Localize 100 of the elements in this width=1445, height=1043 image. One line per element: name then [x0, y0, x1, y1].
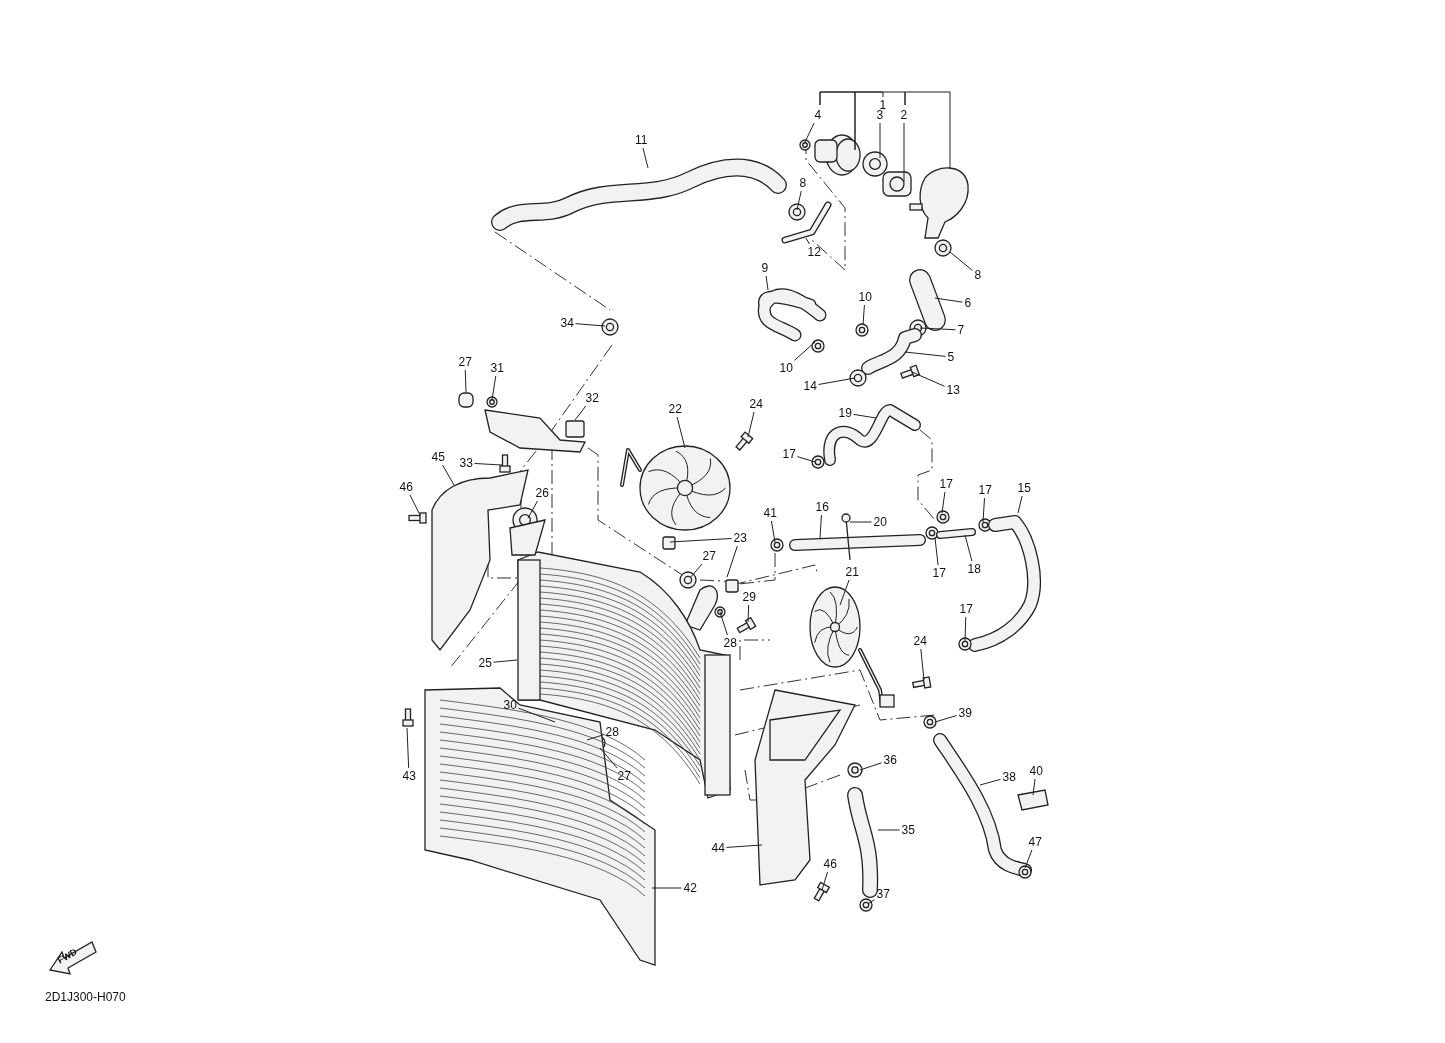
callout-number: 2 — [899, 108, 909, 122]
callout-number: 17 — [977, 483, 993, 497]
callout-number: 9 — [760, 261, 770, 275]
leader-line — [575, 323, 606, 327]
callout-number: 15 — [1016, 481, 1032, 495]
callout-number: 46 — [822, 857, 838, 871]
callout-number: 41 — [762, 506, 778, 520]
leader-line — [964, 534, 973, 562]
leader-line — [867, 899, 875, 905]
leader-line — [853, 413, 877, 419]
leader-line — [903, 122, 905, 183]
leader-line — [442, 464, 455, 486]
callout-number: 17 — [931, 566, 947, 580]
callout-number: 27 — [701, 549, 717, 563]
leader-line — [839, 579, 850, 606]
callout-number: 10 — [857, 290, 873, 304]
leader-line — [919, 327, 956, 331]
callout-number: 28 — [604, 725, 620, 739]
leader-line — [879, 122, 881, 159]
callout-number: 18 — [966, 562, 982, 576]
callout-number: 24 — [748, 397, 764, 411]
callout-number: 3 — [875, 108, 885, 122]
leader-line — [689, 563, 703, 579]
callout-number: 16 — [814, 500, 830, 514]
callout-number: 24 — [912, 634, 928, 648]
fwd-label: FWD — [55, 946, 79, 966]
callout-number: 21 — [844, 565, 860, 579]
leader-line — [406, 727, 410, 769]
callout-number: 22 — [667, 402, 683, 416]
leader-line — [464, 369, 467, 393]
callout-number: 8 — [798, 176, 808, 190]
callout-number: 13 — [945, 383, 961, 397]
leader-line — [920, 648, 925, 681]
drawing-code: 2D1J300-H070 — [45, 990, 126, 1004]
callout-number: 5 — [946, 350, 956, 364]
leader-line — [797, 456, 816, 463]
callout-number: 19 — [837, 406, 853, 420]
leader-line — [527, 500, 538, 519]
callout-number: 35 — [900, 823, 916, 837]
leader-line — [474, 462, 503, 466]
leader-line — [719, 611, 728, 636]
callout-number: 11 — [634, 133, 649, 147]
callout-number: 17 — [781, 447, 797, 461]
leader-line — [964, 616, 967, 643]
callout-number: 45 — [430, 450, 446, 464]
leader-line — [911, 371, 945, 387]
leader-line — [765, 275, 769, 291]
leader-line — [941, 491, 946, 514]
callout-number: 31 — [489, 361, 505, 375]
leader-line — [904, 351, 946, 357]
callout-number: 23 — [732, 531, 748, 545]
callout-number: 37 — [875, 887, 891, 901]
callout-number: 17 — [958, 602, 974, 616]
leader-line — [409, 494, 421, 516]
callout-number: 27 — [457, 355, 473, 369]
leader-line — [979, 778, 1001, 786]
callout-number: 36 — [882, 753, 898, 767]
callout-number: 42 — [682, 881, 698, 895]
callout-number: 4 — [813, 108, 823, 122]
leader-line — [821, 871, 829, 891]
callout-number: 7 — [956, 323, 966, 337]
leader-line — [794, 341, 816, 361]
callout-number: 10 — [778, 361, 794, 375]
callout-number: 12 — [806, 245, 822, 259]
leader-line — [642, 147, 649, 169]
callout-number: 32 — [584, 391, 600, 405]
leader-line — [949, 251, 973, 271]
leader-line — [982, 497, 985, 523]
callout-number: 46 — [398, 480, 414, 494]
leader-line — [934, 537, 939, 566]
callout-number: 28 — [722, 636, 738, 650]
callout-number: 26 — [534, 486, 550, 500]
leader-line — [934, 715, 957, 723]
leader-line — [574, 405, 587, 421]
callout-number: 33 — [458, 456, 474, 470]
callout-number: 44 — [710, 841, 726, 855]
callout-number: 29 — [741, 590, 757, 604]
callout-number: 38 — [1001, 770, 1017, 784]
callout-number: 30 — [502, 698, 518, 712]
leader-line — [491, 375, 497, 401]
leader-line — [599, 747, 618, 769]
leader-line — [934, 297, 963, 303]
callout-number: 43 — [401, 769, 417, 783]
callout-number: 17 — [938, 477, 954, 491]
callout-number: 39 — [957, 706, 973, 720]
leader-line — [877, 829, 900, 831]
callout-number: 6 — [963, 296, 973, 310]
callout-number: 34 — [559, 316, 575, 330]
leader-line — [849, 521, 872, 523]
leader-line — [747, 411, 755, 438]
callout-number: 27 — [616, 769, 632, 783]
callout-number: 8 — [973, 268, 983, 282]
leader-line — [651, 887, 682, 889]
callout-number: 25 — [477, 656, 493, 670]
leader-line — [819, 91, 951, 169]
leader-line — [818, 377, 856, 385]
callout-number: 40 — [1028, 764, 1044, 778]
leader-line — [1032, 778, 1036, 796]
leader-line — [676, 416, 686, 449]
leader-line — [1017, 495, 1023, 514]
